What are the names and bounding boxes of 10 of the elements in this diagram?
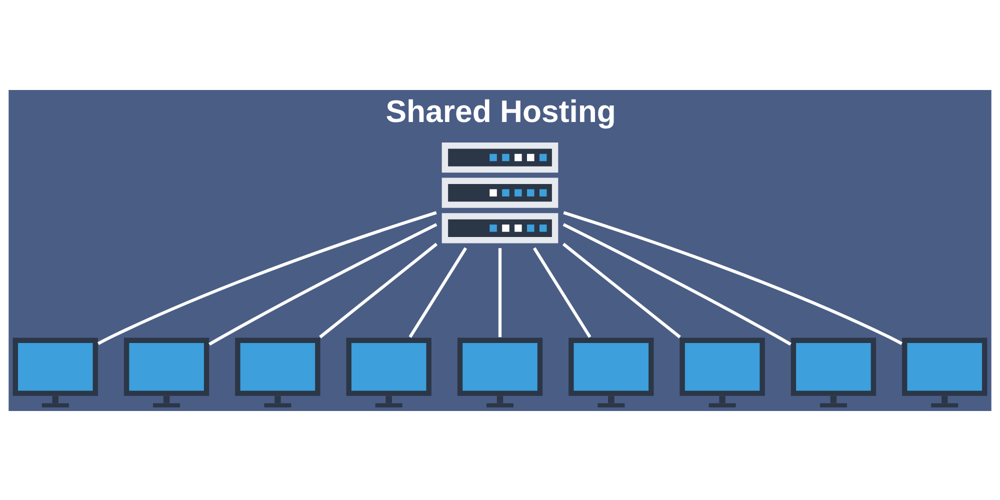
connector — [208, 222, 438, 346]
connector — [563, 210, 903, 344]
connector — [408, 246, 468, 338]
connector — [97, 210, 437, 344]
connector — [498, 248, 502, 337]
connector — [562, 222, 792, 346]
diagram-title: Shared Hosting — [386, 94, 616, 129]
connector — [562, 242, 681, 338]
connector — [319, 242, 438, 338]
connector — [532, 246, 592, 338]
